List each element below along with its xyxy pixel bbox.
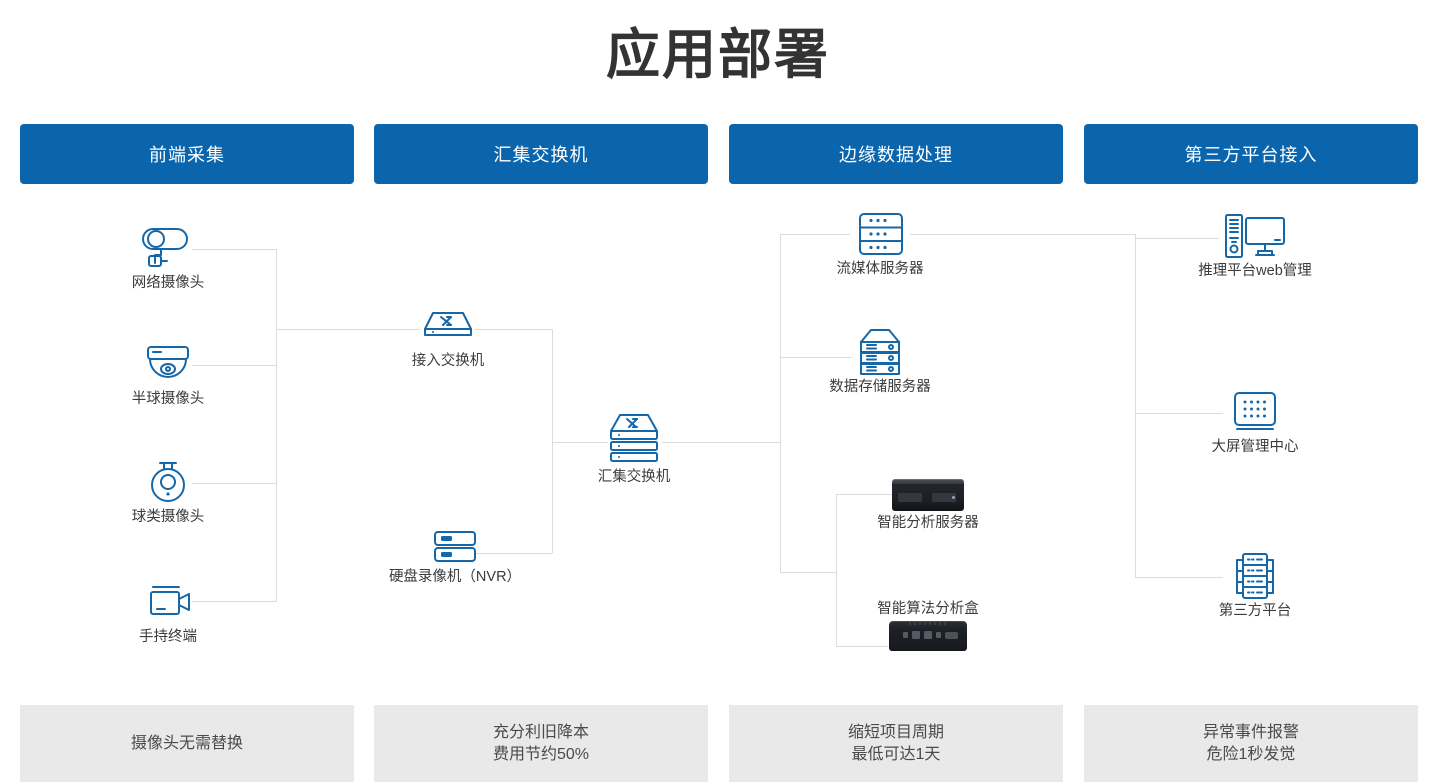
footer-line: 危险1秒发觉 bbox=[1206, 745, 1296, 763]
connector-bus-ai-devices bbox=[836, 494, 837, 646]
column-header-aggregation-switch[interactable]: 汇集交换机 bbox=[374, 124, 708, 184]
node-label: 球类摄像头 bbox=[131, 509, 205, 525]
connector-bus-cameras bbox=[276, 249, 277, 602]
node-label: 汇集交换机 bbox=[597, 469, 671, 485]
connector-access-switch-right bbox=[474, 329, 552, 330]
column-header-front-end-collection[interactable]: 前端采集 bbox=[20, 124, 354, 184]
switch-icon bbox=[388, 300, 508, 352]
node-label: 网络摄像头 bbox=[131, 275, 205, 291]
node-label: 接入交换机 bbox=[411, 353, 485, 369]
server-rack-icon bbox=[820, 208, 940, 260]
node-label: 流媒体服务器 bbox=[836, 261, 924, 277]
handheld-camcorder-icon bbox=[108, 576, 228, 628]
ptz-camera-icon bbox=[108, 456, 228, 508]
connector-edge-bus-to-ai-bus bbox=[780, 572, 836, 573]
node-video-wall[interactable]: 大屏管理中心 bbox=[1192, 386, 1318, 456]
connector-network-camera bbox=[192, 249, 276, 250]
node-aggregation-switch[interactable]: 汇集交换机 bbox=[574, 410, 694, 486]
footer-line: 缩短项目周期 bbox=[847, 723, 944, 741]
analysis-server-photo bbox=[866, 476, 990, 514]
connector-algorithm-box bbox=[836, 646, 888, 647]
connector-storage-server bbox=[780, 357, 852, 358]
footer-third-party: 异常事件报警 危险1秒发觉 bbox=[1084, 705, 1418, 782]
platform-rack-icon bbox=[1192, 550, 1318, 602]
node-label: 智能算法分析盒 bbox=[877, 601, 979, 617]
node-dome-camera[interactable]: 半球摄像头 bbox=[108, 338, 228, 408]
footer-front-end: 摄像头无需替换 bbox=[20, 705, 354, 782]
connector-handheld bbox=[192, 601, 276, 602]
column-header-third-party-platform-access[interactable]: 第三方平台接入 bbox=[1084, 124, 1418, 184]
footer-line: 摄像头无需替换 bbox=[130, 734, 243, 752]
nvr-icon bbox=[388, 524, 522, 568]
storage-server-icon bbox=[820, 326, 940, 378]
connector-web-management bbox=[1135, 238, 1219, 239]
column-header-edge-data-processing[interactable]: 边缘数据处理 bbox=[729, 124, 1063, 184]
connector-third-party-platform bbox=[1135, 577, 1223, 578]
connector-cameras-to-access-switch bbox=[276, 329, 420, 330]
connector-bus-switch-nvr bbox=[552, 329, 553, 553]
connector-analysis-server bbox=[836, 494, 892, 495]
node-ptz-camera[interactable]: 球类摄像头 bbox=[108, 456, 228, 526]
node-label: 硬盘录像机（NVR） bbox=[388, 569, 522, 585]
algorithm-box-photo bbox=[866, 618, 990, 654]
connector-dome-camera bbox=[192, 365, 276, 366]
node-label: 推理平台web管理 bbox=[1198, 263, 1312, 279]
node-label: 手持终端 bbox=[139, 629, 197, 645]
connector-video-wall bbox=[1135, 413, 1223, 414]
connector-to-aggregation-switch bbox=[552, 442, 608, 443]
connector-bus-third-party bbox=[1135, 234, 1136, 577]
footer-line: 最低可达1天 bbox=[851, 745, 941, 763]
footer-line: 充分利旧降本 bbox=[492, 723, 589, 741]
footer-edge: 缩短项目周期 最低可达1天 bbox=[729, 705, 1063, 782]
connector-bus-edge bbox=[780, 234, 781, 572]
node-handheld-terminal[interactable]: 手持终端 bbox=[108, 576, 228, 646]
node-algorithm-box[interactable]: 智能算法分析盒 bbox=[866, 600, 990, 654]
footer-line: 费用节约50% bbox=[492, 745, 590, 763]
connector-nvr-right bbox=[474, 553, 552, 554]
node-label: 数据存储服务器 bbox=[829, 379, 931, 395]
bullet-camera-icon bbox=[108, 222, 228, 274]
footer-switch: 充分利旧降本 费用节约50% bbox=[374, 705, 708, 782]
node-nvr[interactable]: 硬盘录像机（NVR） bbox=[388, 524, 522, 586]
node-web-management[interactable]: 推理平台web管理 bbox=[1192, 210, 1318, 280]
footer-line: 异常事件报警 bbox=[1202, 723, 1299, 741]
stacked-switch-icon bbox=[574, 410, 694, 468]
video-wall-icon bbox=[1192, 386, 1318, 438]
node-label: 半球摄像头 bbox=[131, 391, 205, 407]
connector-streaming-to-third-party bbox=[910, 234, 1135, 235]
node-network-camera[interactable]: 网络摄像头 bbox=[108, 222, 228, 292]
connector-streaming-server bbox=[780, 234, 850, 235]
page-title: 应用部署 bbox=[606, 23, 830, 86]
dome-camera-icon bbox=[108, 338, 228, 390]
connector-aggregation-switch-right bbox=[662, 442, 780, 443]
node-analysis-server[interactable]: 智能分析服务器 bbox=[866, 476, 990, 532]
connector-ptz-camera bbox=[192, 483, 276, 484]
node-label: 第三方平台 bbox=[1218, 603, 1292, 619]
node-label: 智能分析服务器 bbox=[877, 515, 979, 531]
node-storage-server[interactable]: 数据存储服务器 bbox=[820, 326, 940, 396]
node-streaming-server[interactable]: 流媒体服务器 bbox=[820, 208, 940, 278]
node-third-party-platform[interactable]: 第三方平台 bbox=[1192, 550, 1318, 620]
node-access-switch[interactable]: 接入交换机 bbox=[388, 300, 508, 370]
desktop-monitor-icon bbox=[1192, 210, 1318, 262]
node-label: 大屏管理中心 bbox=[1211, 439, 1299, 455]
